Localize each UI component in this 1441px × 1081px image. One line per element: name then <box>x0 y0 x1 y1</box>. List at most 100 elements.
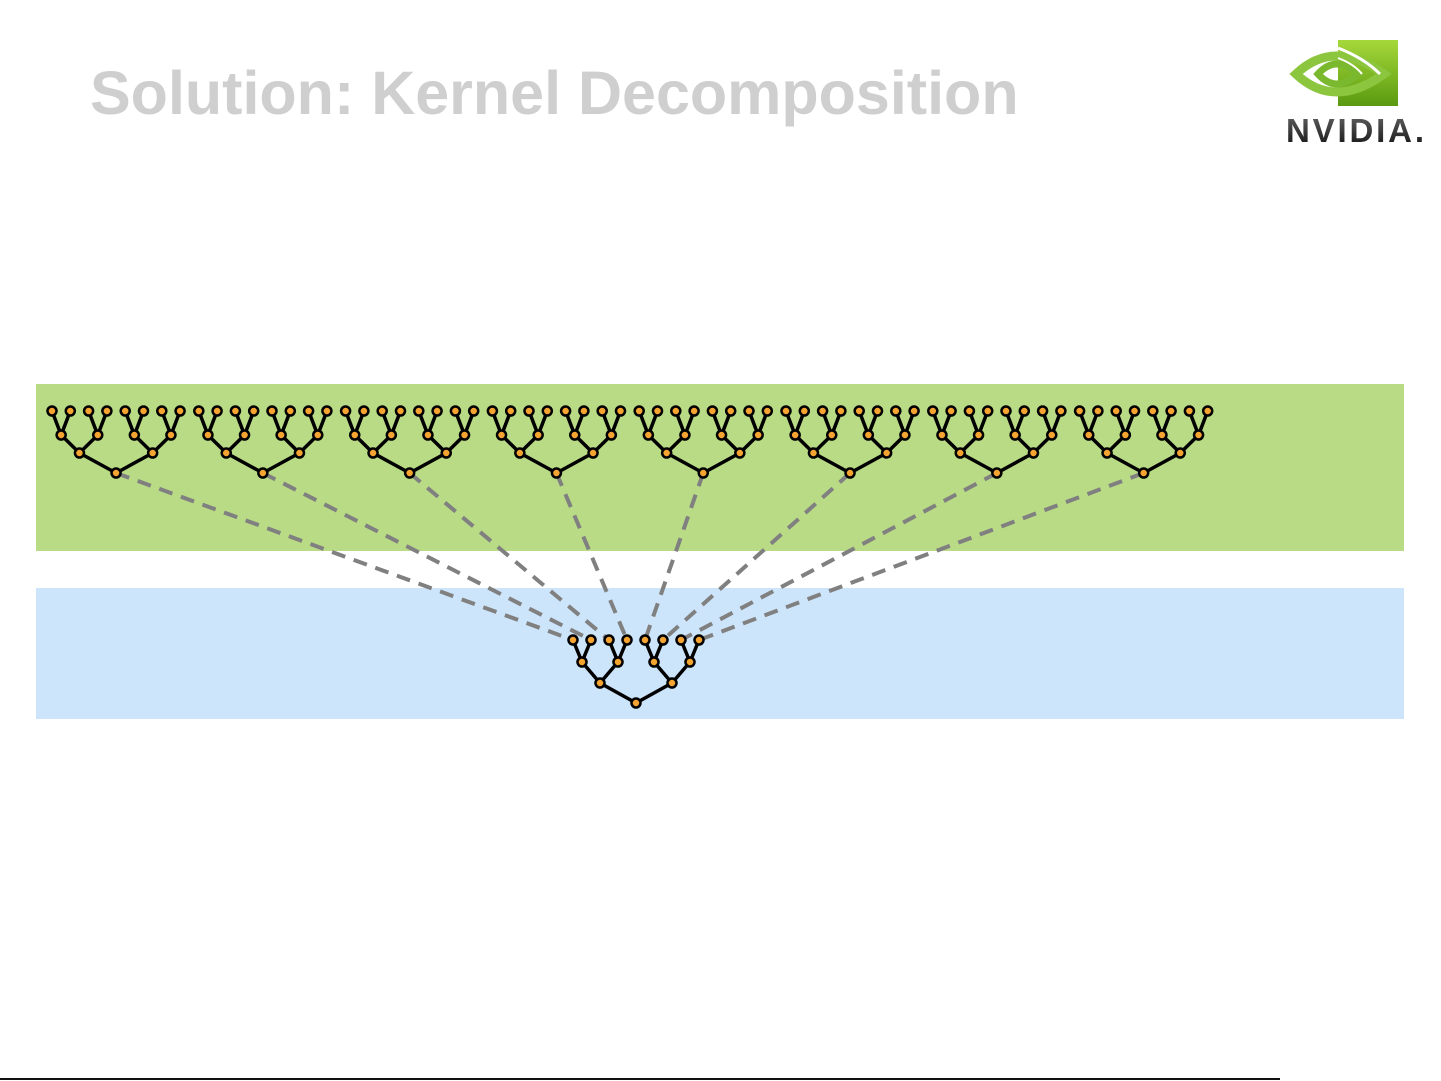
tree-node <box>630 697 642 709</box>
tree-node <box>1192 429 1205 441</box>
tree-node <box>82 405 95 417</box>
tree-edge <box>519 451 558 475</box>
tree-edge <box>665 451 705 475</box>
tree-node <box>596 405 608 417</box>
dashed-connector <box>643 472 706 641</box>
tree-edge <box>372 451 411 475</box>
tree-node <box>642 429 655 441</box>
tree-node <box>110 467 122 479</box>
tree-node <box>514 447 526 459</box>
tree-node <box>1000 405 1012 417</box>
tree-node <box>908 405 920 417</box>
tree-node <box>403 467 416 479</box>
tree-node <box>504 405 517 417</box>
tree-node <box>945 405 957 417</box>
tree-node <box>587 447 599 459</box>
level-0-tree-5 <box>633 405 774 479</box>
tree-node <box>569 429 581 441</box>
tree-node <box>312 429 324 441</box>
tree-node <box>675 634 687 646</box>
tree-node <box>639 634 651 646</box>
tree-node <box>697 467 709 479</box>
tree-node <box>1073 405 1086 417</box>
footer-divider <box>0 1078 1280 1080</box>
tree-node <box>559 405 572 417</box>
tree-edge <box>996 451 1035 475</box>
dashed-connector <box>115 471 574 642</box>
tree-node <box>1055 405 1067 417</box>
tree-node <box>302 405 315 417</box>
tree-node <box>633 405 645 417</box>
tree-node <box>193 405 205 417</box>
tree-node <box>890 405 902 417</box>
tree-node <box>128 429 141 441</box>
tree-node <box>174 405 186 417</box>
tree-node <box>385 429 398 441</box>
tree-node <box>567 634 579 646</box>
level-0-tree-3 <box>339 405 480 479</box>
tree-node <box>523 405 535 417</box>
tree-node <box>578 405 590 417</box>
tree-node <box>46 405 58 417</box>
tree-node <box>715 429 728 441</box>
tree-node <box>431 405 443 417</box>
tree-node <box>458 429 471 441</box>
tree-node <box>880 447 893 459</box>
tree-node <box>798 405 811 417</box>
tree-node <box>284 405 297 417</box>
tree-node <box>648 656 660 668</box>
tree-node <box>826 429 838 441</box>
dashed-connector <box>698 471 1145 642</box>
dashed-connector <box>408 471 611 642</box>
tree-node <box>1083 429 1095 441</box>
tree-node <box>1201 405 1214 417</box>
tree-node <box>963 405 976 417</box>
tree-node <box>1110 405 1122 417</box>
tree-edge <box>599 681 637 705</box>
tree-node <box>64 405 77 417</box>
tree-node <box>1156 429 1168 441</box>
tree-node <box>1092 405 1104 417</box>
tree-edge <box>849 451 888 475</box>
tree-node <box>1009 429 1021 441</box>
tree-edge <box>262 451 301 475</box>
tree-node <box>862 429 875 441</box>
tree-edge <box>812 451 851 475</box>
tree-node <box>1046 429 1058 441</box>
tree-node <box>657 634 669 646</box>
dashed-connector <box>680 471 998 642</box>
tree-node <box>807 447 820 459</box>
tree-node <box>816 405 829 417</box>
tree-edge <box>225 451 264 475</box>
tree-edge <box>115 451 154 475</box>
tree-node <box>693 634 705 646</box>
tree-node <box>603 634 615 646</box>
tree-node <box>440 447 452 459</box>
tree-node <box>1183 405 1196 417</box>
level-0-tree-2 <box>193 405 333 479</box>
slide-title: Solution: Kernel Decomposition <box>90 59 1019 127</box>
nvidia-logo: NVIDIA. <box>1286 40 1424 149</box>
dashed-connector <box>554 472 629 641</box>
tree-node <box>789 429 801 441</box>
tree-node <box>853 405 865 417</box>
tree-node <box>137 405 150 417</box>
tree-node <box>706 405 719 417</box>
tree-node <box>55 429 67 441</box>
tree-node <box>1147 405 1159 417</box>
tree-node <box>257 467 269 479</box>
tree-node <box>467 405 480 417</box>
tree-node <box>724 405 737 417</box>
tree-edge <box>959 451 998 475</box>
tree-node <box>780 405 792 417</box>
tree-node <box>594 677 606 689</box>
tree-node <box>119 405 131 417</box>
tree-node <box>954 447 966 459</box>
tree-edge <box>555 451 594 475</box>
tree-node <box>621 634 633 646</box>
tree-node <box>165 429 177 441</box>
dashed-connector <box>261 471 592 642</box>
tree-node <box>899 429 911 441</box>
tree-node <box>211 405 223 417</box>
